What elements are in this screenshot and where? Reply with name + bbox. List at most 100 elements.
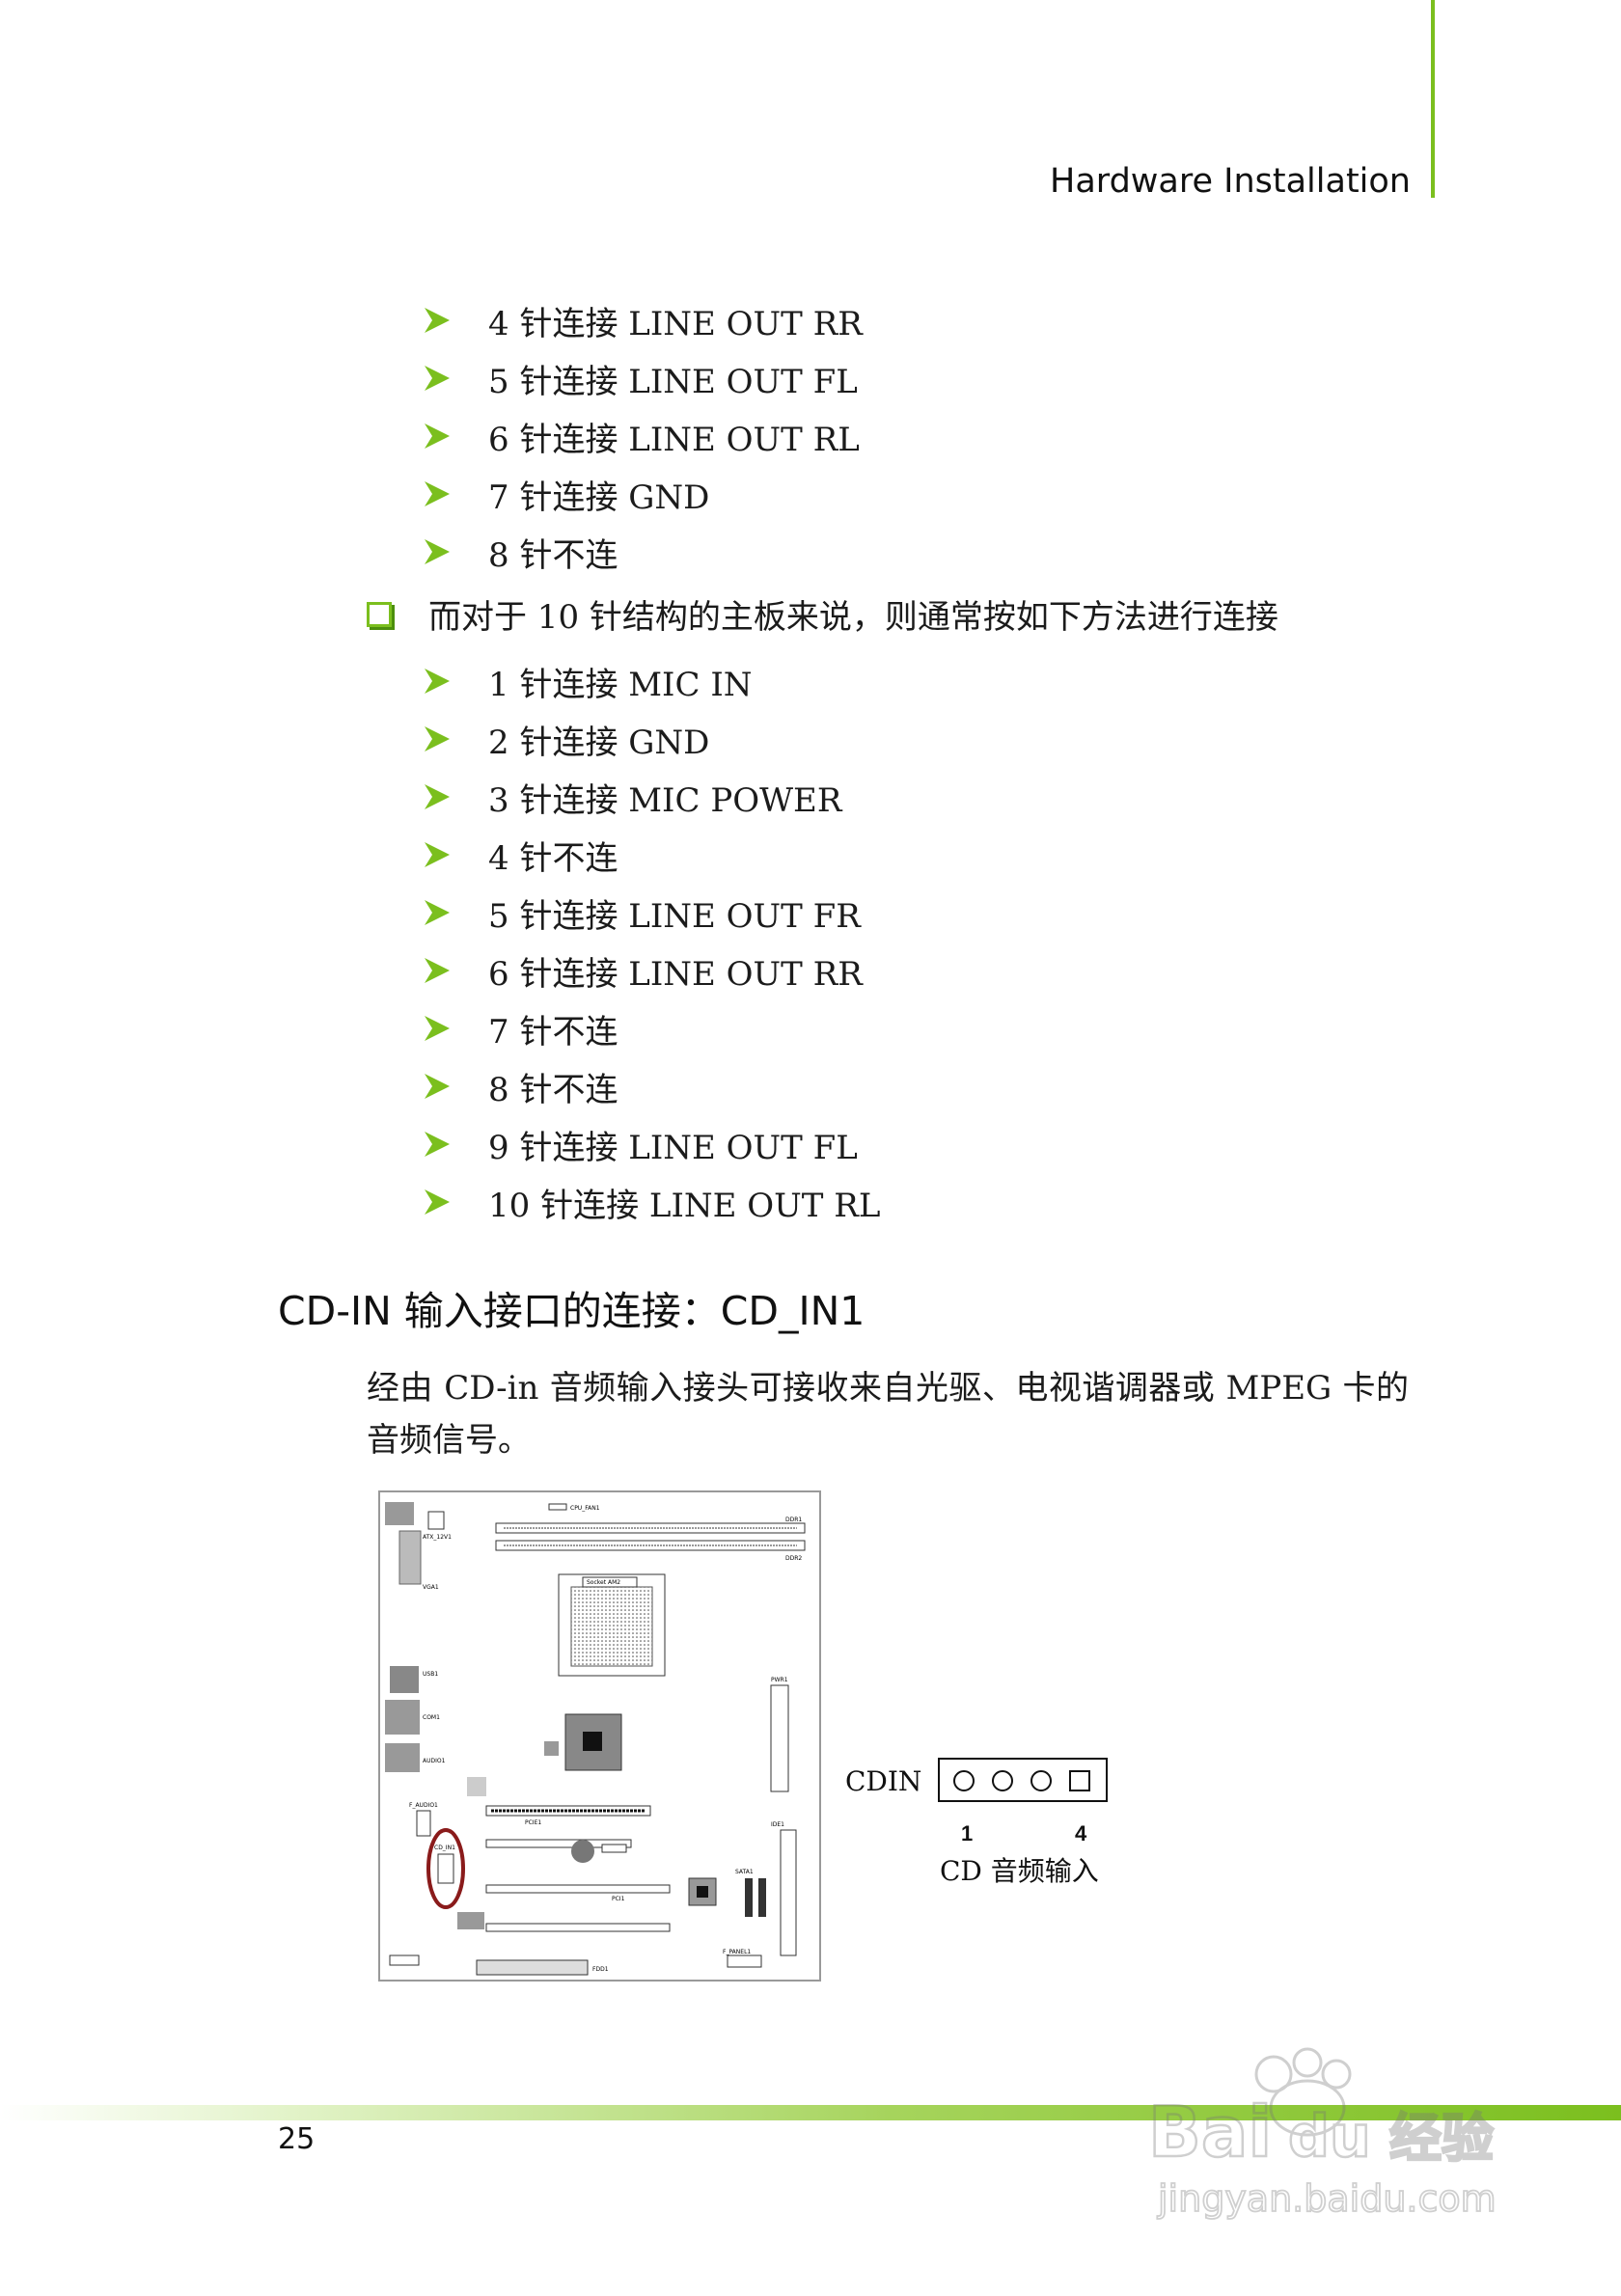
pci-label: PCI1 [612,1896,625,1902]
pci-slot-1 [485,1839,632,1848]
audio-label: AUDIO1 [423,1758,446,1764]
pin-round-icon [953,1770,975,1791]
square-bullet-icon [367,601,392,627]
front-audio-header [416,1810,431,1837]
list-item: 8 针不连 [421,1059,618,1113]
svg-text:Bai: Bai [1148,2091,1272,2173]
list-item: 1 针连接 MIC IN [421,654,753,708]
arrow-bullet-icon [425,900,450,925]
footer-rule [0,2105,1621,2120]
cpu-socket-pins [570,1586,653,1667]
list-item: 4 针连接 LINE OUT RR [421,293,863,347]
com-connector [385,1700,420,1735]
running-header: Hardware Installation [1050,162,1411,201]
list-item: 3 针连接 MIC POWER [421,770,841,824]
list-item: 5 针连接 LINE OUT FR [421,886,861,940]
audio-jack [385,1743,420,1772]
arrow-bullet-icon [425,669,450,694]
cdin-label: CDIN [845,1765,922,1797]
section-paragraph: 经由 CD-in 音频输入接头可接收来自光驱、电视谐调器或 MPEG 卡的音频信… [367,1369,1409,1460]
svg-text:jingyan.baidu.com: jingyan.baidu.com [1157,2177,1497,2220]
arrow-bullet-icon [425,1074,450,1099]
pin-round-icon [1030,1770,1052,1791]
vga-connector [398,1530,422,1585]
arrow-bullet-icon [425,842,450,867]
arrow-bullet-icon [425,1189,450,1215]
list-item: 5 针连接 LINE OUT FL [421,351,858,405]
com-header [389,1954,420,1966]
arrow-bullet-icon [425,308,450,333]
arrow-bullet-icon [425,1016,450,1041]
cd-in-header [437,1853,454,1884]
svg-text:du: du [1288,2103,1371,2171]
sata-connector-2 [758,1878,766,1917]
chipset-core [583,1732,602,1751]
cdin-caption: CD 音频输入 [940,1855,1099,1887]
socket-label: Socket AM2 [587,1579,620,1586]
sata-label: SATA1 [735,1869,754,1875]
io-chip-core [697,1886,708,1898]
sata-connector-1 [745,1878,753,1917]
arrow-bullet-icon [425,726,450,752]
list-item: 7 针不连 [421,1001,618,1055]
list-item: 8 针不连 [421,525,618,579]
arrow-bullet-icon [425,481,450,506]
cd-in-highlight-circle [426,1828,465,1909]
arrow-bullet-icon [425,366,450,391]
wireless-module [457,1912,484,1929]
pin-number-last: 4 [1075,1821,1087,1845]
vga-label: VGA1 [423,1584,439,1591]
cdin-pin-diagram: CDIN 1 4 CD 音频输入 [839,1758,1148,1900]
power-label: PWR1 [771,1677,788,1683]
svg-text:经验: 经验 [1389,2108,1494,2169]
pci-slot-2 [485,1884,671,1894]
cdin-connector-box [938,1758,1108,1802]
bios-battery [571,1840,594,1863]
checkbox-bullet-item: 而对于 10 针结构的主板来说，则通常按如下方法进行连接 [367,590,1278,638]
motherboard-layout-diagram: VGA1 USB1 COM1 AUDIO1 ATX_12V1 CPU_FAN1 … [378,1490,821,1982]
arrow-bullet-icon [425,1132,450,1157]
atx-label: ATX_12V1 [423,1534,452,1541]
atx12v-connector [427,1511,445,1530]
arrow-bullet-icon [425,424,450,449]
arrow-bullet-icon [425,784,450,809]
list-item: 9 针连接 LINE OUT FL [421,1117,858,1171]
atx-power-connector [770,1684,789,1792]
list-item: 4 针不连 [421,828,618,882]
ide-connector [780,1829,797,1956]
fpanel-label: F_PANEL1 [723,1949,751,1955]
pin-number-first: 1 [961,1821,974,1845]
list-item: 6 针连接 LINE OUT RR [421,943,863,998]
arrow-bullet-icon [425,958,450,983]
list-item: 2 针连接 GND [421,712,709,766]
com-label: COM1 [423,1714,440,1721]
fdd-label: FDD1 [592,1966,609,1973]
ps2-connector [385,1502,414,1525]
usb-label: USB1 [423,1671,438,1678]
socket-tag [582,1576,638,1588]
baidu-watermark-logo: Bai du 经验 jingyan.baidu.com [1147,2047,1497,2221]
cpu-fan-label: CPU_FAN1 [570,1505,600,1512]
usb-connector [390,1666,419,1693]
front-panel-header [727,1954,762,1968]
list-item: 6 针连接 LINE OUT RL [421,409,860,463]
fdd-connector [476,1959,589,1976]
arrow-bullet-icon [425,539,450,564]
chip-small [544,1741,559,1756]
list-item: 10 针连接 LINE OUT RL [421,1175,880,1229]
cpu-fan-header [548,1503,567,1511]
page-number: 25 [278,2122,316,2156]
section-heading: CD-IN 输入接口的连接：CD_IN1 [278,1288,865,1334]
pin-square-icon [1069,1770,1090,1791]
header-accent-line [1431,0,1435,198]
ddr1-label: DDR1 [785,1517,802,1523]
cdin-label: CD_IN1 [434,1845,455,1851]
usb-header [601,1844,627,1853]
chip-mark [467,1777,486,1796]
ide-label: IDE1 [771,1821,784,1828]
pin-round-icon [992,1770,1013,1791]
faudio-label: F_AUDIO1 [409,1802,438,1809]
ddr2-label: DDR2 [785,1555,802,1562]
pci-slot-3 [485,1923,671,1932]
pcie-label: PCIE1 [525,1819,541,1826]
